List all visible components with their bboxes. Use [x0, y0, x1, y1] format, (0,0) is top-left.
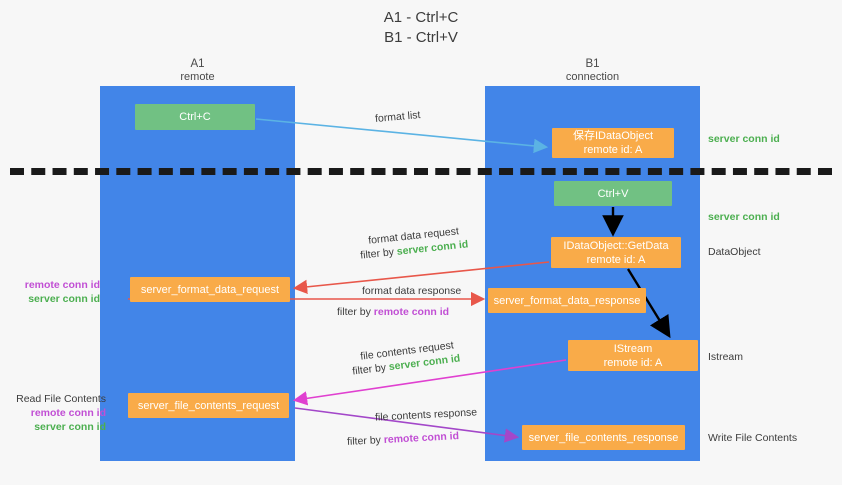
- box-istream-line1: IStream: [613, 342, 653, 355]
- edge-label-file-contents-response-filter: filter by remote conn id: [347, 429, 460, 449]
- edge-label-format-data-response: format data response: [362, 285, 462, 297]
- box-ctrl-v[interactable]: Ctrl+V: [554, 181, 672, 206]
- column-header-b1: B1 connection: [485, 58, 700, 84]
- edge-label-file-contents-response: file contents response: [374, 406, 478, 424]
- annotation-istream: Istream: [708, 351, 744, 363]
- box-server-format-data-response-label: server_format_data_response: [493, 294, 641, 307]
- annotation-server-conn-id-top: server conn id: [708, 133, 780, 145]
- filter-prefix: filter by: [351, 361, 390, 378]
- box-server-format-data-request[interactable]: server_format_data_request: [130, 277, 290, 302]
- annotation-server-conn-id: server conn id: [34, 421, 106, 433]
- box-istream-line2: remote id: A: [603, 356, 663, 369]
- filter-prefix: filter by: [337, 306, 374, 318]
- box-istream[interactable]: IStream remote id: A: [568, 340, 698, 371]
- annotation-remote-conn-id: remote conn id: [24, 279, 100, 291]
- annotation-server-conn-id: server conn id: [28, 293, 100, 305]
- box-ctrl-c-label: Ctrl+C: [179, 111, 211, 123]
- column-header-b1-name: B1: [585, 58, 600, 70]
- column-header-a1: A1 remote: [100, 58, 295, 84]
- annotation-remote-conn-id: remote conn id: [30, 407, 106, 419]
- box-server-format-data-request-label: server_format_data_request: [140, 283, 280, 296]
- title-line-2: B1 - Ctrl+V: [384, 29, 458, 46]
- annotation-read-file-contents: Read File Contents: [16, 393, 106, 405]
- box-save-idataobject-line1: 保存IDataObject: [572, 130, 654, 142]
- box-server-file-contents-request-label: server_file_contents_request: [137, 399, 280, 412]
- annotation-conn-id-group-1: remote conn id server conn id: [8, 278, 100, 306]
- edge-label-format-data-response-filter: filter by remote conn id: [337, 305, 449, 319]
- box-save-idataobject-line2: remote id: A: [583, 144, 643, 156]
- box-ctrl-v-label: Ctrl+V: [597, 187, 629, 200]
- column-header-a1-name: A1: [190, 58, 205, 70]
- box-server-file-contents-request[interactable]: server_file_contents_request: [128, 393, 289, 418]
- phase-divider: [10, 168, 832, 175]
- box-server-format-data-response[interactable]: server_format_data_response: [488, 288, 646, 313]
- filter-key-remote-conn-id: remote conn id: [373, 306, 450, 318]
- annotation-server-conn-id-second: server conn id: [708, 211, 780, 223]
- filter-prefix: filter by: [346, 434, 385, 448]
- box-server-file-contents-response[interactable]: server_file_contents_response: [522, 425, 685, 450]
- filter-key-remote-conn-id: remote conn id: [383, 430, 460, 446]
- box-getdata[interactable]: IDataObject::GetData remote id: A: [551, 237, 681, 268]
- title-line-1: A1 - Ctrl+C: [383, 9, 459, 26]
- box-getdata-line1: IDataObject::GetData: [563, 239, 669, 252]
- filter-prefix: filter by: [359, 245, 398, 262]
- edge-label-format-list: format list: [374, 109, 421, 125]
- box-getdata-line2: remote id: A: [586, 253, 646, 266]
- annotation-write-file-contents: Write File Contents: [708, 432, 798, 444]
- annotation-conn-id-group-2: Read File Contents remote conn id server…: [8, 392, 106, 434]
- column-header-b1-sub: connection: [565, 71, 620, 83]
- box-save-idataobject[interactable]: 保存IDataObject remote id: A: [552, 128, 674, 158]
- page-title: A1 - Ctrl+C B1 - Ctrl+V: [0, 8, 842, 48]
- column-header-a1-sub: remote: [180, 71, 215, 83]
- annotation-dataobject: DataObject: [708, 246, 761, 258]
- box-server-file-contents-response-label: server_file_contents_response: [528, 431, 679, 444]
- box-ctrl-c[interactable]: Ctrl+C: [135, 104, 255, 130]
